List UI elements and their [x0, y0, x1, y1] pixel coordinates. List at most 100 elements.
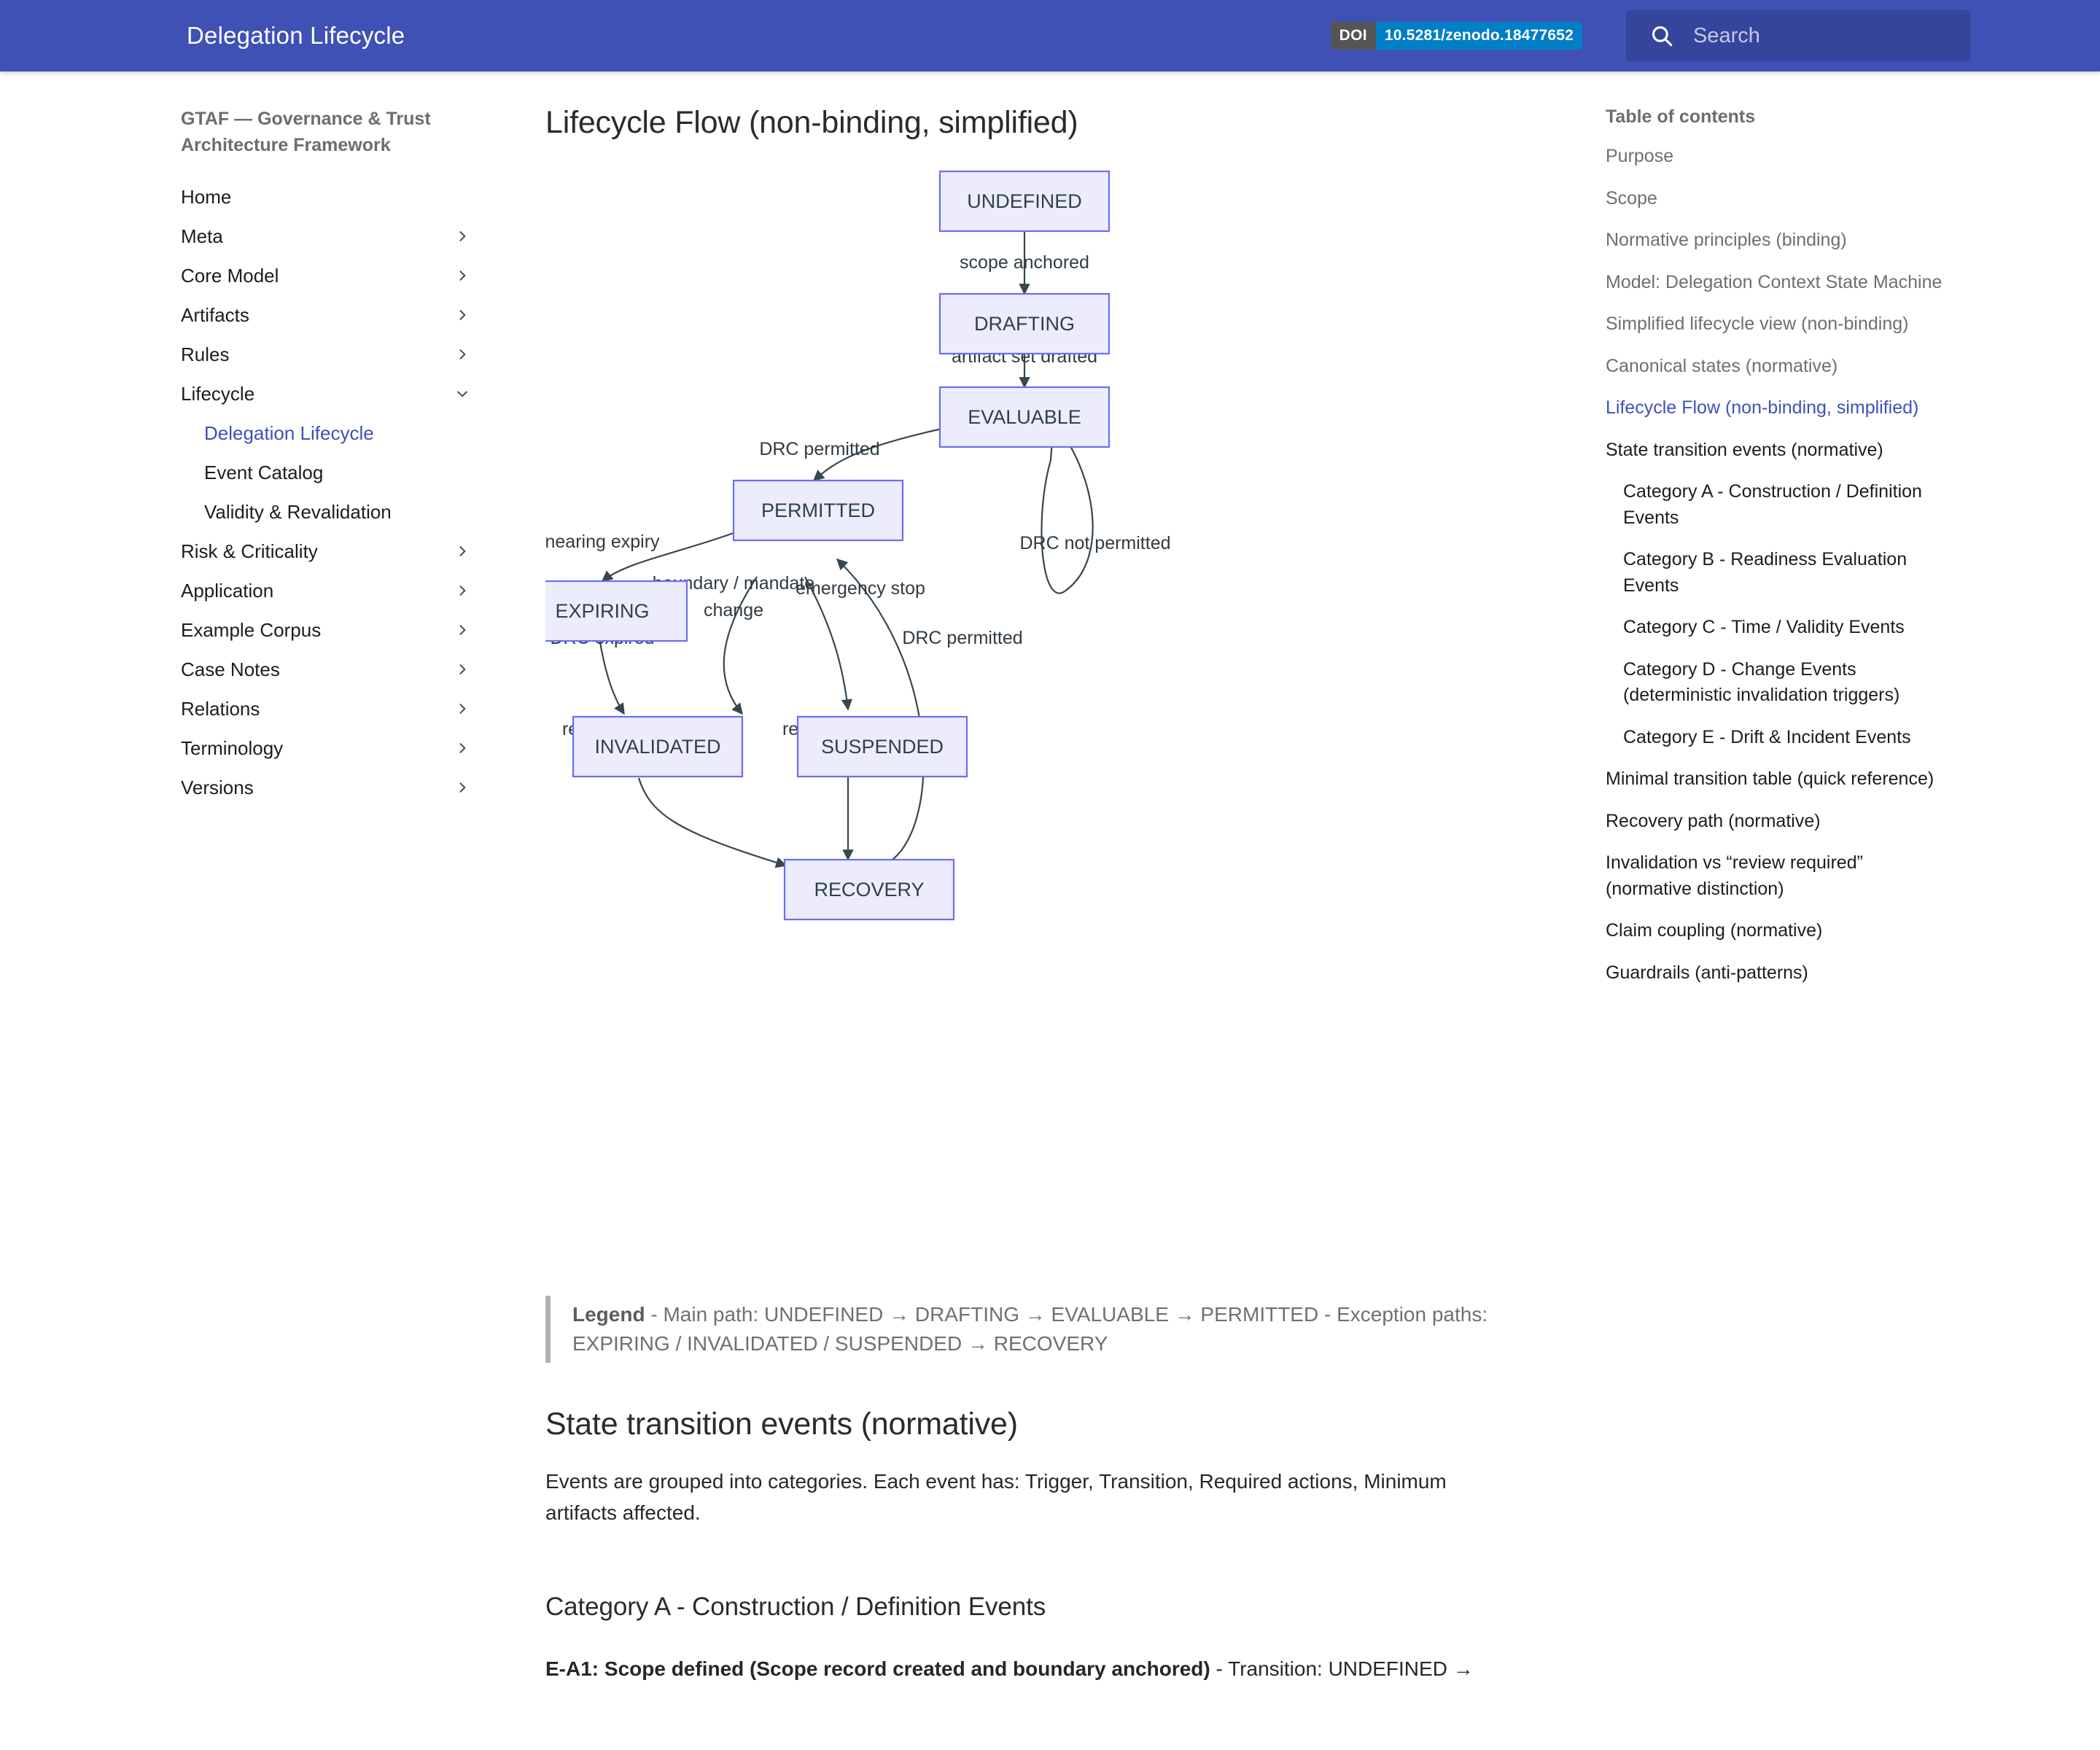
sidebar-item-relations[interactable]: Relations: [181, 689, 508, 728]
chevron-right-icon: [459, 349, 466, 359]
sidebar-item-application[interactable]: Application: [181, 571, 508, 610]
state-node-recovery[interactable]: RECOVERY: [783, 858, 955, 921]
sidebar-item-core-model[interactable]: Core Model: [181, 256, 508, 295]
sidebar-item-label: Risk & Criticality: [181, 540, 318, 562]
toc-item-model-delegation-context-state-machine[interactable]: Model: Delegation Context State Machine: [1606, 271, 1942, 292]
sidebar-item-label: Example Corpus: [181, 618, 322, 641]
event-entry-transition: - Transition: UNDEFINED →: [1210, 1657, 1474, 1681]
state-node-label: RECOVERY: [814, 879, 924, 901]
toc-item-category-a[interactable]: Category A - Construction / Definition E…: [1623, 481, 1922, 528]
state-node-label: UNDEFINED: [967, 190, 1082, 212]
toc-item-normative-principles[interactable]: Normative principles (binding): [1606, 230, 1847, 250]
toc-item-category-b[interactable]: Category B - Readiness Evaluation Events: [1623, 549, 1908, 596]
toc-title: Table of contents: [1606, 106, 1756, 127]
doi-badge-label: DOI: [1330, 22, 1376, 50]
edge-label: emergency stop: [796, 578, 925, 599]
sidebar-item-terminology[interactable]: Terminology: [181, 728, 508, 768]
toc-item-state-transition-events[interactable]: State transition events (normative): [1606, 439, 1883, 460]
sidebar-item-meta[interactable]: Meta: [181, 217, 508, 256]
sidebar-item-label: Relations: [181, 697, 260, 720]
state-node-label: SUSPENDED: [821, 736, 944, 758]
chevron-right-icon: [459, 546, 466, 556]
sidebar-item-label: Validity & Revalidation: [204, 500, 392, 523]
toc-item-category-d[interactable]: Category D - Change Events (deterministi…: [1623, 658, 1900, 706]
state-node-undefined[interactable]: UNDEFINED: [938, 170, 1111, 233]
node-group: UNDEFINED DRAFTING EVALUABLE PERMITTED: [545, 170, 1111, 921]
toc-item-scope[interactable]: Scope: [1606, 187, 1657, 209]
sidebar-brand: GTAF — Governance & Trust Architecture F…: [181, 109, 431, 155]
chevron-right-icon: [459, 625, 466, 635]
chevron-right-icon: [459, 704, 466, 714]
sidebar-item-event-catalog[interactable]: Event Catalog: [181, 453, 508, 492]
sidebar-item-case-notes[interactable]: Case Notes: [181, 650, 508, 689]
edge-label: scope anchored: [960, 252, 1089, 273]
table-of-contents: Table of contents Purpose Scope Normativ…: [1606, 106, 1948, 1002]
sidebar-item-label: Lifecycle: [181, 382, 255, 405]
toc-item-lifecycle-flow[interactable]: Lifecycle Flow (non-binding, simplified): [1606, 397, 1919, 418]
sidebar-item-label: Event Catalog: [204, 461, 324, 483]
sidebar-item-label: Versions: [181, 776, 254, 798]
section-title-state-transition-events: State transition events (normative): [545, 1406, 1018, 1442]
toc-item-invalidation-vs-review-required[interactable]: Invalidation vs “review required” (norma…: [1606, 852, 1863, 899]
legend-text: - Main path: UNDEFINED → DRAFTING → EVAL…: [572, 1303, 1488, 1355]
edge-label: change: [704, 600, 763, 621]
sidebar-item-home[interactable]: Home: [181, 177, 508, 217]
search-box[interactable]: Search: [1626, 10, 1970, 61]
edge-label: DRC permitted: [759, 439, 879, 459]
sidebar-item-example-corpus[interactable]: Example Corpus: [181, 610, 508, 650]
chevron-right-icon: [459, 271, 466, 281]
search-input[interactable]: Search: [1693, 23, 1760, 47]
sidebar-item-risk-criticality[interactable]: Risk & Criticality: [181, 532, 508, 571]
state-node-suspended[interactable]: SUSPENDED: [796, 715, 968, 778]
app-header: Delegation Lifecycle DOI 10.5281/zenodo.…: [0, 0, 2100, 71]
toc-item-recovery-path[interactable]: Recovery path (normative): [1606, 810, 1821, 831]
event-entry: E-A1: Scope defined (Scope record create…: [545, 1654, 1566, 1684]
sidebar-item-label: Meta: [181, 225, 223, 247]
chevron-right-icon: [459, 231, 466, 241]
sidebar-item-label: Delegation Lifecycle: [204, 421, 374, 444]
primary-sidebar: GTAF — Governance & Trust Architecture F…: [181, 106, 508, 807]
sidebar-item-versions[interactable]: Versions: [181, 768, 508, 807]
toc-item-category-e[interactable]: Category E - Drift & Incident Events: [1623, 726, 1911, 747]
doi-badge[interactable]: DOI 10.5281/zenodo.18477652: [1330, 22, 1582, 50]
chevron-right-icon: [459, 664, 466, 674]
sidebar-item-lifecycle[interactable]: Lifecycle: [181, 374, 508, 413]
sidebar-item-validity-revalidation[interactable]: Validity & Revalidation: [181, 492, 508, 532]
toc-item-guardrails[interactable]: Guardrails (anti-patterns): [1606, 962, 1808, 983]
sidebar-item-delegation-lifecycle[interactable]: Delegation Lifecycle: [181, 413, 508, 453]
state-node-label: EVALUABLE: [968, 406, 1081, 428]
event-entry-name: E-A1: Scope defined (Scope record create…: [545, 1657, 1210, 1681]
edge-label: nearing expiry: [545, 532, 660, 552]
state-node-expiring[interactable]: EXPIRING: [545, 580, 688, 642]
toc-item-minimal-transition-table[interactable]: Minimal transition table (quick referenc…: [1606, 769, 1934, 789]
page-title-header: Delegation Lifecycle: [187, 22, 405, 49]
chevron-right-icon: [459, 782, 466, 793]
toc-item-simplified-lifecycle-view[interactable]: Simplified lifecycle view (non-binding): [1606, 314, 1909, 334]
toc-item-canonical-states[interactable]: Canonical states (normative): [1606, 355, 1838, 376]
section-paragraph: Events are grouped into categories. Each…: [545, 1469, 1447, 1524]
page-body: GTAF — Governance & Trust Architecture F…: [0, 71, 2100, 1750]
section-title-category-a: Category A - Construction / Definition E…: [545, 1592, 1046, 1622]
doi-badge-value: 10.5281/zenodo.18477652: [1375, 22, 1582, 50]
sidebar-item-rules[interactable]: Rules: [181, 335, 508, 374]
state-machine-svg: scope anchored artifact set drafted DRC …: [545, 170, 1171, 921]
chevron-right-icon: [459, 310, 466, 320]
toc-item-purpose[interactable]: Purpose: [1606, 146, 1674, 166]
toc-item-category-c[interactable]: Category C - Time / Validity Events: [1623, 617, 1905, 637]
state-node-permitted[interactable]: PERMITTED: [732, 479, 904, 542]
diagram-legend: Legend - Main path: UNDEFINED → DRAFTING…: [545, 1296, 1493, 1363]
sidebar-item-label: Rules: [181, 343, 230, 365]
state-node-label: INVALIDATED: [594, 736, 720, 758]
state-node-drafting[interactable]: DRAFTING: [938, 292, 1111, 355]
lifecycle-flow-diagram: scope anchored artifact set drafted DRC …: [545, 154, 1588, 1291]
sidebar-item-artifacts[interactable]: Artifacts: [181, 295, 508, 335]
sidebar-item-label: Terminology: [181, 736, 284, 759]
sidebar-item-label: Case Notes: [181, 658, 280, 680]
main-content: Lifecycle Flow (non-binding, simplified): [545, 71, 1610, 1705]
state-node-label: DRAFTING: [974, 313, 1075, 335]
state-node-invalidated[interactable]: INVALIDATED: [572, 715, 744, 778]
state-node-evaluable[interactable]: EVALUABLE: [938, 386, 1111, 448]
edge-label: DRC permitted: [902, 628, 1022, 648]
toc-item-claim-coupling[interactable]: Claim coupling (normative): [1606, 920, 1823, 941]
chevron-right-icon: [459, 586, 466, 596]
